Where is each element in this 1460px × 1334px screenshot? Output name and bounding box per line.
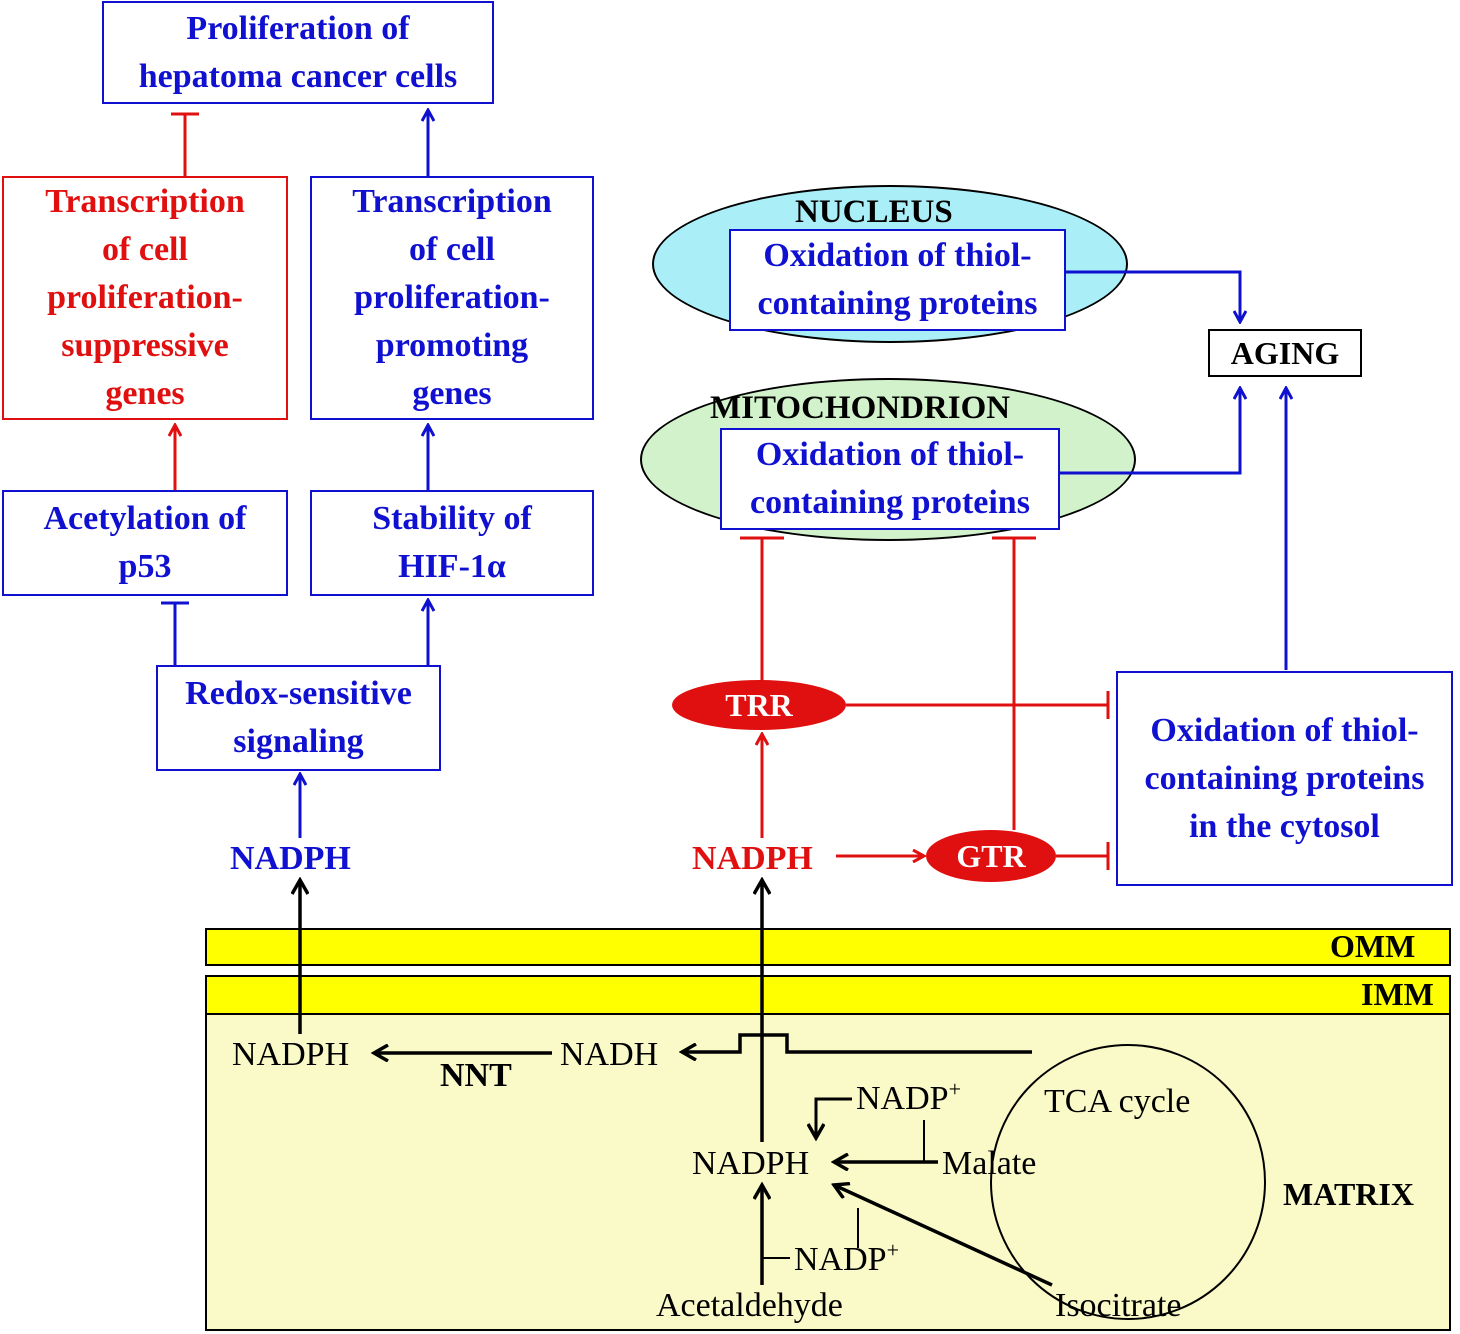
acetaldehyde-label: Acetaldehyde: [656, 1287, 843, 1324]
promoting-line5: genes: [412, 375, 492, 412]
suppressive-line2: of cell: [102, 231, 188, 268]
gtr-label: GTR: [956, 837, 1026, 874]
mitochondrion-oxidation-box: Oxidation of thiol- containing proteins: [720, 428, 1060, 530]
nadp-top-plus: +: [948, 1076, 961, 1102]
edge-nucleus-to-aging: [1066, 270, 1240, 322]
redox-line2: signaling: [233, 723, 364, 760]
promoting-line2: of cell: [409, 231, 495, 268]
nadp-plus-top: NADP+: [856, 1076, 961, 1119]
cytosol-line3: in the cytosol: [1189, 807, 1380, 845]
nadp-top-text: NADP: [856, 1080, 949, 1117]
gtr-enzyme: GTR: [926, 830, 1056, 882]
isocitrate-label: Isocitrate: [1055, 1287, 1182, 1324]
edge-isocitrate-to-nadph: [834, 1185, 1053, 1287]
imm-label: IMM: [1361, 976, 1434, 1012]
redox-line1: Redox-sensitive: [185, 675, 412, 712]
aging-label: AGING: [1230, 335, 1340, 371]
tca-cycle-label: TCA cycle: [1044, 1083, 1191, 1120]
trr-enzyme: TRR: [672, 680, 846, 730]
acetylation-box: Acetylation of p53: [2, 490, 288, 596]
cytosol-line1: Oxidation of thiol-: [1150, 711, 1419, 749]
suppressive-line1: Transcription: [45, 183, 245, 220]
nadph-cytosol-blue: NADPH: [230, 840, 351, 877]
matrix-nadh: NADH: [560, 1036, 659, 1073]
nnt-label: NNT: [440, 1057, 512, 1094]
edge-tca-to-nadh: [682, 1033, 1032, 1052]
mitochondrion-title: MITOCHONDRION: [710, 390, 1011, 426]
cytosol-oxidation-box: Oxidation of thiol- containing proteins …: [1116, 671, 1453, 886]
tca-cycle-circle: [990, 1044, 1266, 1320]
omm-band: [205, 928, 1451, 966]
proliferation-line2: hepatoma cancer cells: [138, 57, 458, 95]
acetylation-line1: Acetylation of: [43, 500, 247, 537]
suppressive-line4: suppressive: [61, 327, 229, 364]
nadph-cytosol-red: NADPH: [692, 840, 813, 877]
proliferation-box: Proliferation of hepatoma cancer cells: [102, 1, 494, 104]
acetylation-line2: p53: [118, 548, 172, 585]
promoting-genes-box: Transcription of cell proliferation- pro…: [310, 176, 594, 420]
matrix-nadph-left: NADPH: [232, 1036, 350, 1073]
promoting-line4: promoting: [375, 327, 529, 364]
cytosol-line2: containing proteins: [1144, 759, 1425, 797]
nucleus-line2: containing proteins: [757, 285, 1038, 322]
nadp-plus-bottom: NADP+: [794, 1237, 899, 1280]
suppressive-line3: proliferation-: [47, 279, 243, 316]
stability-line2: HIF-1α: [398, 548, 506, 585]
suppressive-line5: genes: [105, 375, 185, 412]
nadp-bottom-plus: +: [886, 1237, 899, 1263]
imm-band: [205, 975, 1451, 1015]
stability-line1: Stability of: [372, 500, 532, 537]
nadp-bottom-text: NADP: [794, 1241, 887, 1278]
edge-mitochondrion-to-aging: [1060, 388, 1240, 475]
redox-signaling-box: Redox-sensitive signaling: [156, 665, 441, 771]
nucleus-title: NUCLEUS: [795, 194, 953, 230]
matrix-nadph-center: NADPH: [692, 1145, 810, 1182]
trr-label: TRR: [725, 686, 793, 723]
mitochondrion-line1: Oxidation of thiol-: [755, 436, 1025, 473]
mitochondrion-line2: containing proteins: [750, 484, 1030, 521]
edge-nadp-to-nadph: [816, 1097, 852, 1138]
omm-label: OMM: [1330, 928, 1416, 964]
stability-box: Stability of HIF-1α: [310, 490, 594, 596]
matrix-label: MATRIX: [1283, 1176, 1414, 1212]
suppressive-genes-box: Transcription of cell proliferation- sup…: [2, 176, 288, 420]
proliferation-line1: Proliferation of: [186, 9, 410, 47]
nucleus-line1: Oxidation of thiol-: [763, 237, 1032, 274]
aging-box: AGING: [1208, 329, 1362, 377]
promoting-line1: Transcription: [352, 183, 552, 220]
nucleus-oxidation-box: Oxidation of thiol- containing proteins: [729, 229, 1066, 331]
malate-label: Malate: [942, 1145, 1037, 1182]
promoting-line3: proliferation-: [354, 279, 550, 316]
